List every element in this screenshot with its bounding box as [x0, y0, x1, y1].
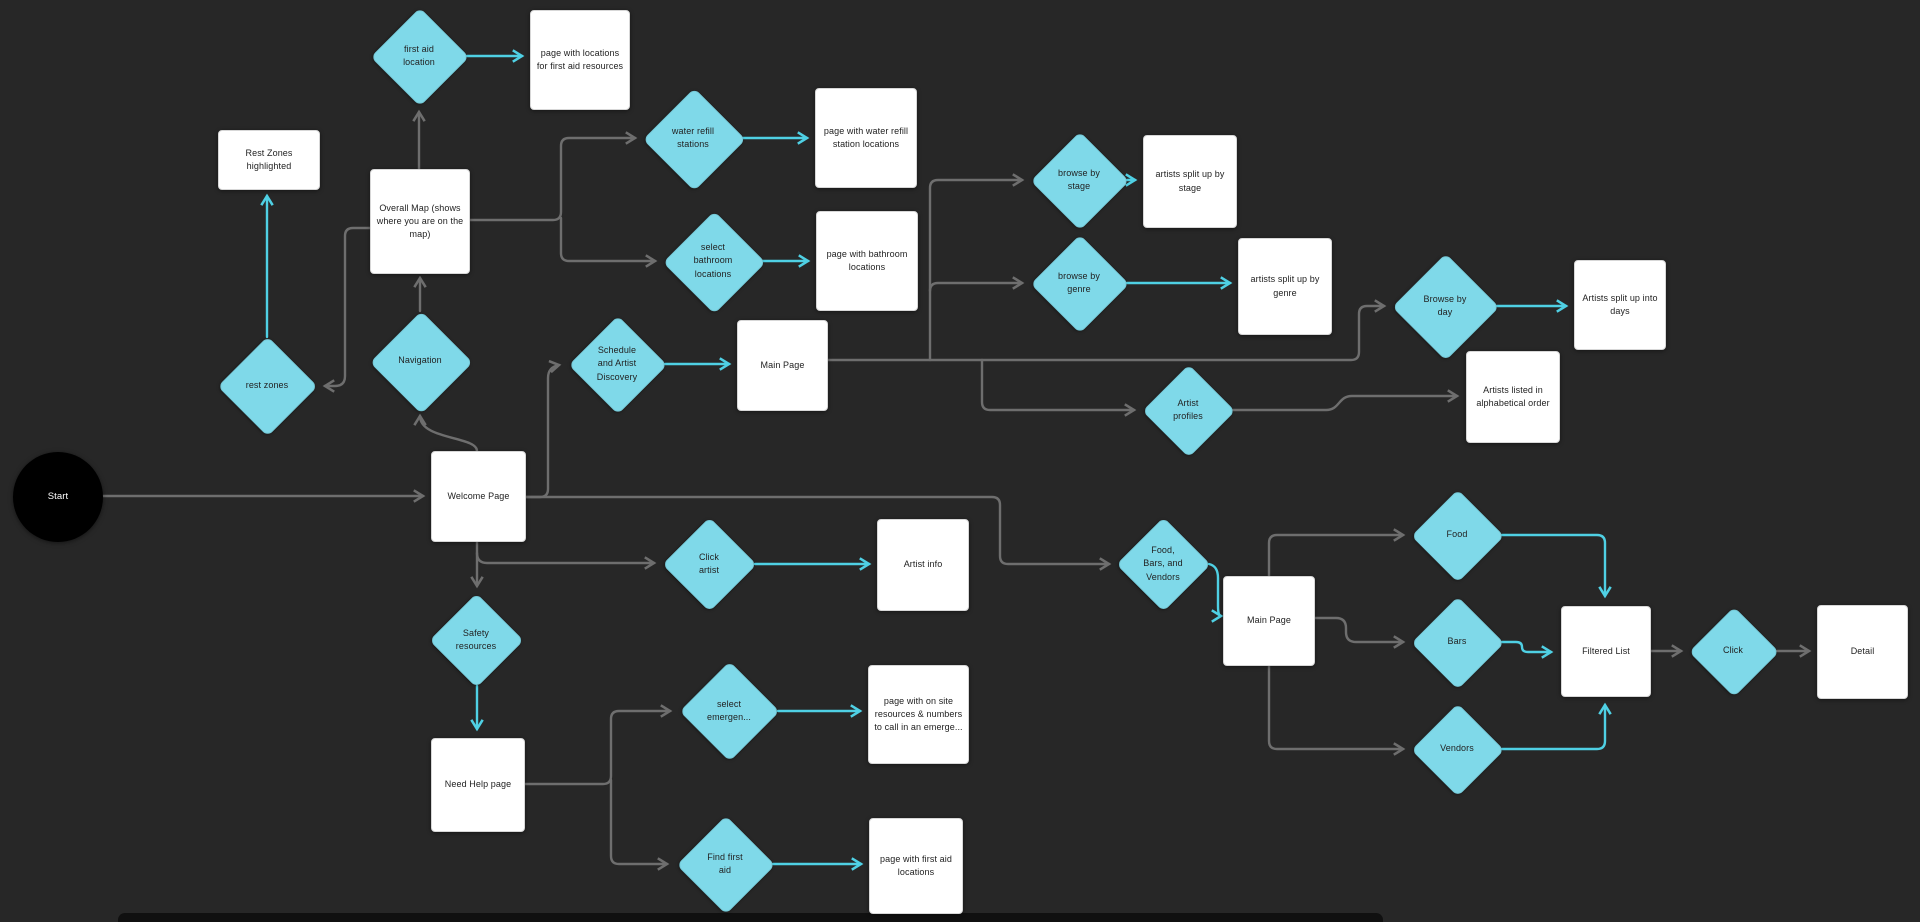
node-label: Food: [1446, 529, 1468, 540]
page-main-page-vendors[interactable]: Main Page: [1223, 576, 1315, 666]
diamond-artist-profiles[interactable]: Artist profiles: [1142, 364, 1236, 458]
node-label: Start: [47, 491, 69, 503]
page-artists-alphabetical[interactable]: Artists listed in alphabetical order: [1466, 351, 1560, 443]
node-label: Filtered List: [1582, 645, 1630, 656]
diamond-food-bars-vendors[interactable]: Food, Bars, and Vendors: [1116, 517, 1212, 613]
node-label: Click: [1723, 645, 1743, 656]
edge-welcome-page-to-food-bars-vendors[interactable]: [522, 495, 1112, 571]
node-label: Main Page: [1247, 615, 1291, 626]
diamond-select-bathroom-locations[interactable]: select bathroom locations: [662, 210, 766, 314]
edge-main-page-vendors-to-food[interactable]: [1267, 528, 1406, 578]
page-rest-zones-highlighted[interactable]: Rest Zones highlighted: [218, 130, 320, 190]
page-emergency-resources[interactable]: page with on site resources & numbers to…: [868, 665, 969, 764]
page-overall-map[interactable]: Overall Map (shows where you are on the …: [370, 169, 470, 274]
page-filtered-list[interactable]: Filtered List: [1561, 606, 1651, 697]
diamond-find-first-aid[interactable]: Find first aid: [676, 815, 776, 915]
page-bathroom-locations[interactable]: page with bathroom locations: [816, 211, 918, 311]
node-label: Click artist: [698, 551, 720, 575]
node-label: select emergen...: [706, 698, 752, 722]
node-label: Artists listed in alphabetical order: [1476, 384, 1550, 408]
diamond-browse-by-stage[interactable]: browse by stage: [1030, 131, 1130, 231]
edge-welcome-page-to-navigation[interactable]: [413, 413, 479, 453]
node-label: Artist profiles: [1173, 397, 1203, 421]
node-label: Welcome Page: [447, 490, 510, 501]
node-label: browse by stage: [1058, 167, 1100, 191]
edge-need-help-page-to-find-first-aid[interactable]: [609, 778, 670, 871]
diamond-vendors[interactable]: Vendors: [1411, 703, 1505, 797]
node-label: select bathroom locations: [693, 242, 733, 279]
edge-main-page-schedule-to-browse-by-stage[interactable]: [928, 173, 1025, 362]
node-label: Main Page: [760, 359, 805, 370]
diamond-food[interactable]: Food: [1411, 489, 1505, 583]
page-need-help[interactable]: Need Help page: [431, 738, 525, 832]
edge-main-page-schedule-to-browse-by-genre[interactable]: [928, 276, 1025, 293]
edge-main-page-schedule-to-artist-profiles[interactable]: [980, 358, 1137, 417]
node-label: Find first aid: [707, 851, 743, 875]
node-label: page with first aid locations: [880, 853, 952, 877]
node-label: Detail: [1850, 646, 1875, 657]
node-label: page with water refill station locations: [823, 125, 909, 149]
diamond-select-emergency[interactable]: select emergen...: [679, 661, 781, 763]
edge-main-page-vendors-to-vendors[interactable]: [1267, 662, 1406, 756]
page-welcome[interactable]: Welcome Page: [431, 451, 526, 542]
edge-food-to-filtered-list[interactable]: [1500, 533, 1612, 599]
diamond-browse-by-genre[interactable]: browse by genre: [1030, 234, 1130, 334]
diamond-bars[interactable]: Bars: [1411, 596, 1505, 690]
diamond-safety-resources[interactable]: Safety resources: [429, 593, 525, 689]
page-first-aid-resources[interactable]: page with locations for first aid resour…: [530, 10, 630, 110]
edge-overall-map-to-rest-zones[interactable]: [322, 226, 372, 393]
node-label: water refill stations: [671, 125, 715, 149]
node-label: Safety resources: [455, 627, 497, 651]
diamond-water-refill-stations[interactable]: water refill stations: [642, 87, 746, 191]
diamond-schedule-and-artist-discovery[interactable]: Schedule and Artist Discovery: [568, 315, 668, 415]
node-label: Vendors: [1440, 743, 1474, 754]
node-label: Food, Bars, and Vendors: [1143, 545, 1183, 582]
node-label: Artists split up into days: [1582, 292, 1658, 316]
edge-vendors-to-filtered-list[interactable]: [1500, 702, 1612, 751]
edge-welcome-page-to-schedule-discovery[interactable]: [522, 359, 562, 499]
start-node[interactable]: Start: [13, 452, 103, 542]
diamond-click[interactable]: Click: [1688, 606, 1780, 698]
edge-overall-map-to-water-refill[interactable]: [466, 131, 638, 222]
page-artist-info[interactable]: Artist info: [877, 519, 969, 611]
node-label: browse by genre: [1058, 270, 1100, 294]
node-label: Overall Map (shows where you are on the …: [376, 202, 464, 240]
page-water-refill-locations[interactable]: page with water refill station locations: [815, 88, 917, 188]
node-label: first aid location: [403, 43, 435, 67]
diamond-browse-by-day[interactable]: Browse by day: [1392, 253, 1500, 361]
edge-bars-to-filtered-list[interactable]: [1500, 640, 1554, 659]
diamond-first-aid-location[interactable]: first aid location: [370, 7, 470, 107]
edge-artist-profiles-to-artists-alphabetical[interactable]: [1231, 389, 1460, 412]
node-label: Browse by day: [1423, 293, 1467, 317]
edge-main-page-schedule-to-browse-by-day[interactable]: [824, 299, 1387, 362]
diamond-click-artist[interactable]: Click artist: [662, 517, 758, 613]
node-label: artists split up by genre: [1250, 274, 1320, 298]
edge-welcome-page-to-click-artist[interactable]: [475, 551, 657, 570]
edge-overall-map-to-select-bathroom[interactable]: [559, 216, 658, 268]
node-label: page with locations for first aid resour…: [536, 47, 624, 71]
node-label: Schedule and Artist Discovery: [596, 345, 638, 382]
bottom-bar: [118, 913, 1383, 922]
page-detail[interactable]: Detail: [1817, 605, 1908, 699]
node-label: Navigation: [398, 355, 442, 366]
edge-need-help-page-to-select-emergency[interactable]: [521, 704, 673, 786]
page-first-aid-locations[interactable]: page with first aid locations: [869, 818, 963, 914]
node-label: rest zones: [245, 380, 289, 391]
node-label: page with on site resources & numbers to…: [874, 695, 963, 733]
diamond-navigation[interactable]: Navigation: [369, 310, 473, 414]
node-label: Rest Zones highlighted: [245, 147, 293, 171]
node-label: Bars: [1447, 636, 1467, 647]
page-artists-by-genre[interactable]: artists split up by genre: [1238, 238, 1332, 335]
node-label: page with bathroom locations: [826, 248, 908, 272]
page-artists-by-stage[interactable]: artists split up by stage: [1143, 135, 1237, 228]
edge-food-bars-vendors-to-main-page-vendors[interactable]: [1207, 562, 1224, 623]
node-label: Artist info: [903, 559, 943, 570]
diamond-rest-zones[interactable]: rest zones: [217, 336, 319, 438]
page-main-page-schedule[interactable]: Main Page: [737, 320, 828, 411]
page-artists-by-day[interactable]: Artists split up into days: [1574, 260, 1666, 350]
node-label: artists split up by stage: [1155, 169, 1225, 193]
node-label: Need Help page: [444, 779, 512, 790]
edge-main-page-vendors-to-bars[interactable]: [1311, 616, 1406, 649]
